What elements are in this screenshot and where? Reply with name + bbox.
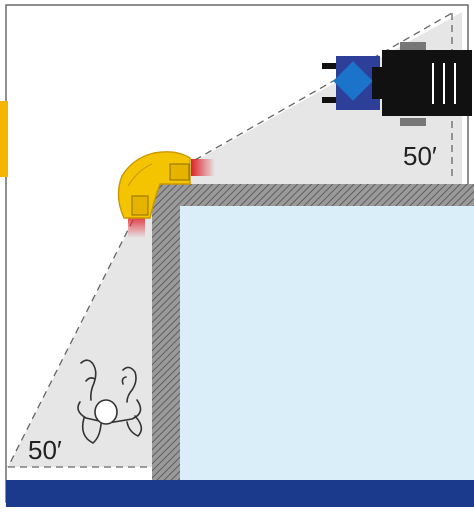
building-interior	[180, 206, 474, 480]
forklift-distance-label: 50′	[403, 141, 437, 171]
floor-strip	[6, 480, 474, 507]
pedestrian-topdown-icon	[77, 359, 143, 444]
zone-boundaries	[7, 12, 453, 468]
pedestrian-distance-label: 50′	[28, 435, 62, 465]
forklift-topdown-icon	[322, 42, 472, 126]
sensor-beam-south	[128, 214, 145, 238]
pedestrian-coverage-zone	[8, 208, 152, 467]
dual-sensor-icon	[117, 151, 215, 238]
sensor-marker-tab	[0, 101, 8, 177]
sensor-beam-east	[191, 159, 215, 176]
